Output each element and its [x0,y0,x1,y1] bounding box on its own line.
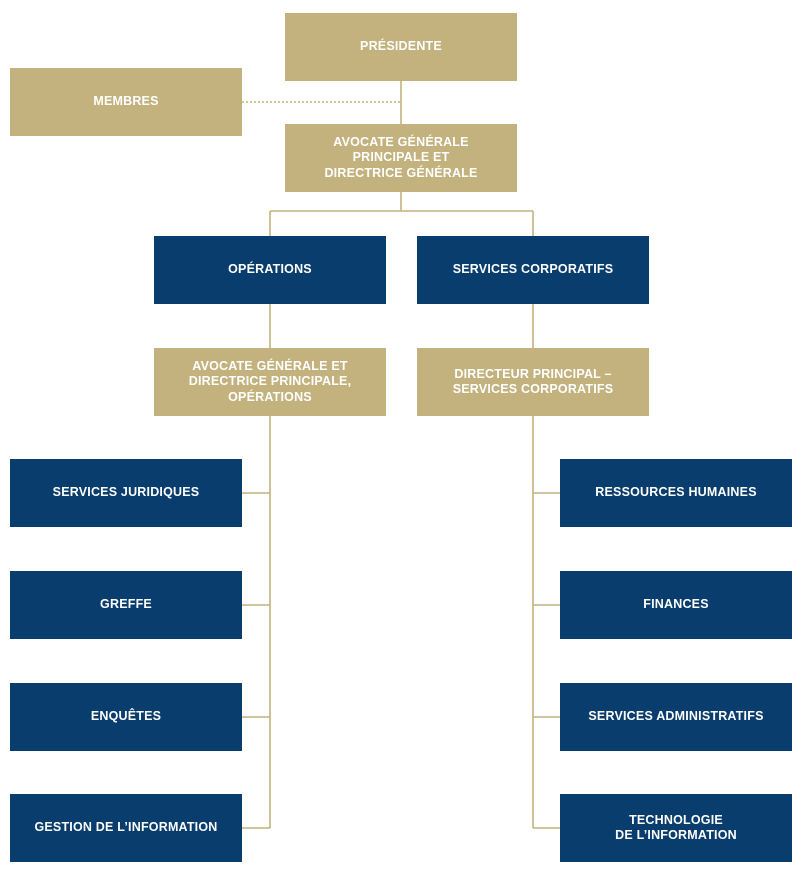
general-counsel-box: AVOCATE GÉNÉRALE PRINCIPALE ET DIRECTRIC… [285,124,517,192]
president-box: PRÉSIDENTE [285,13,517,81]
registry-box: GREFFE [10,571,242,639]
human-resources-box: RESSOURCES HUMAINES [560,459,792,527]
information-management-box: GESTION DE L’INFORMATION [10,794,242,862]
finances-box: FINANCES [560,571,792,639]
members-box: MEMBRES [10,68,242,136]
information-technology-box: TECHNOLOGIE DE L’INFORMATION [560,794,792,862]
administrative-services-box: SERVICES ADMINISTRATIFS [560,683,792,751]
legal-services-box: SERVICES JURIDIQUES [10,459,242,527]
operations-box: OPÉRATIONS [154,236,386,304]
operations-director-box: AVOCATE GÉNÉRALE ET DIRECTRICE PRINCIPAL… [154,348,386,416]
investigations-box: ENQUÊTES [10,683,242,751]
corporate-director-box: DIRECTEUR PRINCIPAL – SERVICES CORPORATI… [417,348,649,416]
corporate-services-box: SERVICES CORPORATIFS [417,236,649,304]
